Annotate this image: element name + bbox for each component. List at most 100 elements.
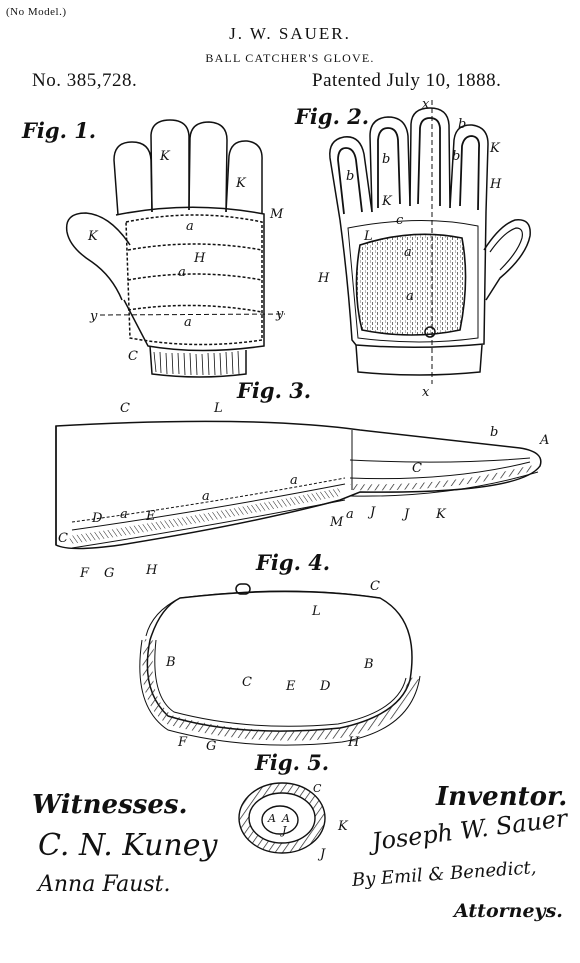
fig2-label: Fig. 2. xyxy=(295,104,370,129)
fig2-glove xyxy=(329,100,531,384)
fig2-label-L: L xyxy=(363,229,373,244)
fig5-label: Fig. 5. xyxy=(255,750,330,775)
witness-signature-1: C. N. Kuney xyxy=(38,828,218,863)
fig4-label-L: L xyxy=(311,604,321,619)
fig3-label-G: G xyxy=(104,566,114,581)
fig2-label-x1: x xyxy=(422,97,430,112)
fig1-label-a2: a xyxy=(178,265,186,280)
fig1-glove xyxy=(65,119,286,378)
witness-signature-2: Anna Faust. xyxy=(38,872,171,897)
fig2-label-x2: x xyxy=(422,385,430,400)
fig1-letters: K K K M a H a a y y C xyxy=(87,149,284,364)
fig2-label-c: c xyxy=(396,213,404,228)
fig2-finger-4 xyxy=(449,124,489,213)
fig2-finger-1 xyxy=(329,136,373,221)
inventor-name: J. W. SAUER. xyxy=(229,24,351,43)
fig3-section xyxy=(55,420,542,550)
fig3-label-a3: a xyxy=(120,507,128,522)
fig3-label-a4: a xyxy=(346,507,354,522)
fig3-label-J2: J xyxy=(401,507,410,522)
fig4-label-H: H xyxy=(347,735,360,750)
fig4-label: Fig. 4. xyxy=(256,550,331,575)
fig4-label-E: E xyxy=(285,679,296,694)
fig1-label-a3: a xyxy=(184,315,192,330)
fig4-label-D: D xyxy=(319,679,331,694)
fig2-label-H2: H xyxy=(317,271,330,286)
fig1-label-y2: y xyxy=(275,307,284,322)
attorneys-label: Attorneys. xyxy=(454,900,563,922)
fig2-pad xyxy=(355,233,467,336)
fig2-label-b3: b xyxy=(382,152,390,167)
fig3-label-D: D xyxy=(91,511,103,526)
fig3-label-E: E xyxy=(145,509,156,524)
fig3-label-b: b xyxy=(490,425,498,440)
fig3-label-C3: C xyxy=(58,531,68,546)
inventor-label: Inventor. xyxy=(436,782,568,812)
fig5-label-C: C xyxy=(313,782,322,795)
fig1-label-H: H xyxy=(193,251,206,266)
fig5-letters: C A A J K J xyxy=(267,782,349,862)
fig2-label-b4: b xyxy=(452,149,460,164)
fig4-label-B2: B xyxy=(363,657,374,672)
fig3-outline xyxy=(55,420,542,550)
fig5-label-A1: A xyxy=(267,812,276,825)
fig1-cuff xyxy=(149,345,247,378)
fig3-label-a1: a xyxy=(290,473,298,488)
fig3-label-H: H xyxy=(145,563,158,578)
fig2-label-K1: K xyxy=(489,141,501,156)
fig5-label-J: J xyxy=(280,824,287,837)
fig1-finger-4 xyxy=(225,140,263,214)
fig3-letters: C L b A C a a a D E C F G H M a J J K xyxy=(58,401,549,581)
fig2-letters: x b K b b b K c H L a a H x xyxy=(317,97,502,400)
fig3-label-a2: a xyxy=(202,489,210,504)
fig1-finger-2 xyxy=(150,119,190,213)
fig3-label: Fig. 3. xyxy=(237,378,312,403)
witnesses-label: Witnesses. xyxy=(32,790,188,820)
fig2-finger-2 xyxy=(369,116,411,213)
fig3-label-K: K xyxy=(435,507,447,522)
fig5-section xyxy=(238,782,326,854)
fig2-thumb xyxy=(483,219,531,301)
fig1-label-M: M xyxy=(269,207,284,222)
fig1-label-K1: K xyxy=(159,149,171,164)
fig2-button xyxy=(424,326,436,338)
fig3-label-L: L xyxy=(213,401,223,416)
fig1-label-C: C xyxy=(128,349,138,364)
fig1-label-K2: K xyxy=(235,176,247,191)
fig4-label-B1: B xyxy=(165,655,176,670)
fig3-label-A: A xyxy=(539,433,549,448)
model-note: (No Model.) xyxy=(6,6,67,18)
fig1-label-y1: y xyxy=(89,309,98,324)
fig1-finger-3 xyxy=(188,121,228,213)
fig4-letters: C L B B C E D F G H xyxy=(165,579,380,754)
fig2-label-b2: b xyxy=(346,169,354,184)
fig5-label-A2: A xyxy=(281,812,290,825)
fig5-ring xyxy=(239,783,325,853)
fig3-label-C2: C xyxy=(412,461,422,476)
fig1-label: Fig. 1. xyxy=(22,118,97,143)
fig3-label-J1: J xyxy=(367,505,376,520)
fig2-label-b1: b xyxy=(458,117,466,132)
fig4-button xyxy=(235,583,251,595)
patent-number: No. 385,728. xyxy=(32,70,138,91)
fig2-label-a1: a xyxy=(404,245,412,260)
fig3-label-C1: C xyxy=(120,401,130,416)
fig2-cuff xyxy=(355,344,483,376)
fig2-label-a2: a xyxy=(406,289,414,304)
fig1-palm-outline xyxy=(115,206,265,352)
fig1-thumb xyxy=(65,212,131,301)
fig5-label-J2: J xyxy=(317,847,326,862)
fig4-label-C2: C xyxy=(242,675,252,690)
fig5-label-K: K xyxy=(337,819,349,834)
fig4-section xyxy=(139,583,421,746)
fig4-label-G: G xyxy=(206,739,216,754)
fig3-label-F: F xyxy=(79,566,90,581)
fig4-label-F: F xyxy=(177,735,188,750)
fig1-finger-1 xyxy=(113,141,153,216)
fig1-label-K3: K xyxy=(87,229,99,244)
patent-date: Patented July 10, 1888. xyxy=(312,70,502,91)
patent-title: BALL CATCHER'S GLOVE. xyxy=(205,51,375,65)
fig3-label-M: M xyxy=(329,515,344,530)
fig2-finger-3 xyxy=(409,107,451,209)
